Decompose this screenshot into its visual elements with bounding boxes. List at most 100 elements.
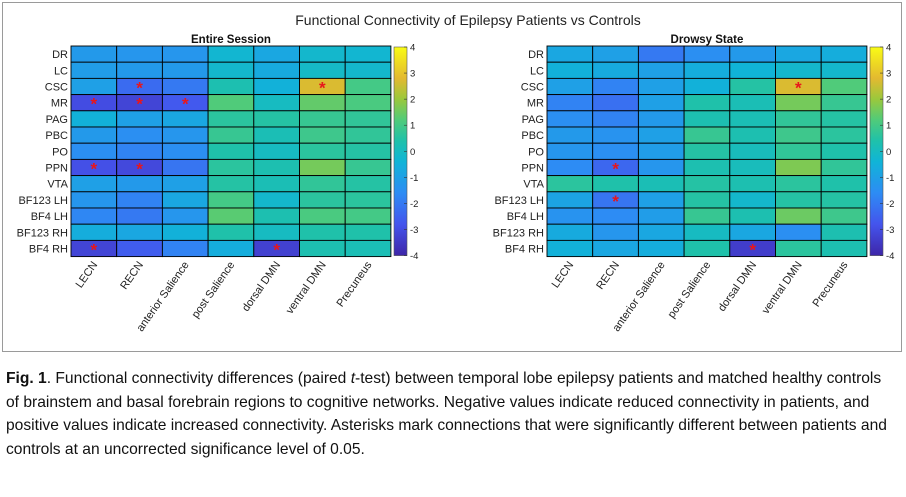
heatmap-cell [161, 175, 209, 193]
heatmap-panel-2: Drowsy State****DRLCCSCMRPAGPBCPOPPNVTAB… [493, 34, 895, 334]
heatmap-cell [683, 223, 731, 241]
heatmap-cell [253, 158, 300, 177]
column-label: RECN [118, 259, 146, 291]
heatmap-cell [344, 61, 392, 79]
significance-asterisk: * [91, 95, 98, 114]
heatmap-cell [775, 45, 822, 63]
heatmap-cell [253, 142, 300, 160]
significance-asterisk: * [91, 160, 98, 179]
heatmap-cell [253, 61, 300, 79]
heatmap-cell [253, 94, 300, 112]
row-label: BF123 LH [18, 195, 68, 207]
heatmap-cell [820, 175, 868, 193]
heatmap-cell [299, 223, 346, 241]
heatmap-cell [683, 239, 731, 258]
row-label: DR [52, 49, 68, 61]
heatmap-cell [592, 239, 639, 258]
significance-asterisk: * [136, 95, 143, 114]
colorbar-tick-label: -2 [410, 199, 418, 210]
heatmap-cell [161, 207, 209, 225]
heatmap-cell [775, 142, 822, 160]
heatmap-cell [207, 110, 255, 128]
heatmap-cell [299, 191, 346, 209]
heatmap-cell [161, 223, 209, 241]
significance-asterisk: * [749, 241, 756, 260]
colorbar-tick-label: -1 [410, 173, 418, 184]
heatmap-cell [299, 158, 346, 177]
colorbar-tick-label: -4 [410, 251, 418, 262]
heatmap-cell [70, 191, 118, 209]
column-label: dorsal DMN [716, 259, 759, 313]
heatmap-cell [729, 94, 776, 112]
heatmap-cell [70, 77, 118, 96]
heatmap-cell [546, 142, 594, 160]
heatmap-cell [207, 191, 255, 209]
heatmap-cell [116, 61, 163, 79]
row-label: PBC [521, 130, 544, 142]
heatmap-cell [820, 126, 868, 144]
heatmap-cell [344, 223, 392, 241]
heatmap-cell [683, 191, 731, 209]
row-label: VTA [523, 179, 544, 191]
heatmap-cell [207, 77, 255, 96]
heatmap-cell [253, 126, 300, 144]
heatmap-cell [161, 142, 209, 160]
heatmap-cell [546, 207, 594, 225]
column-label: anterior Salience [135, 259, 192, 334]
heatmap-cell [592, 126, 639, 144]
significance-asterisk: * [795, 79, 802, 98]
heatmap-cell [637, 94, 685, 112]
heatmap-cell [820, 142, 868, 160]
colorbar-tick-label: -3 [886, 225, 894, 236]
heatmap-cell [820, 77, 868, 96]
heatmap-cell [592, 77, 639, 96]
column-label: RECN [594, 259, 622, 291]
heatmap-cell [592, 94, 639, 112]
heatmap-cell [729, 223, 776, 241]
heatmap-cell [546, 223, 594, 241]
column-label: Precuneus [335, 259, 375, 309]
significance-asterisk: * [136, 160, 143, 179]
heatmap-cell [70, 223, 118, 241]
row-label: BF123 RH [17, 227, 68, 239]
heatmap-cell [299, 239, 346, 258]
heatmap-cell [546, 94, 594, 112]
row-label: BF4 LH [507, 211, 544, 223]
heatmap-cell [116, 45, 163, 63]
colorbar-tick-label: 4 [886, 43, 891, 54]
heatmap-cell [546, 239, 594, 258]
heatmap-cell [820, 223, 868, 241]
heatmap-cell [253, 77, 300, 96]
heatmap-cell [207, 158, 255, 177]
row-label: PPN [45, 163, 68, 175]
row-label: PPN [521, 163, 544, 175]
column-label: dorsal DMN [240, 259, 283, 313]
heatmap-cell [820, 191, 868, 209]
heatmap-cell [344, 45, 392, 63]
heatmap-cell [207, 239, 255, 258]
heatmap-cell [592, 142, 639, 160]
panel-title: Drowsy State [671, 34, 744, 46]
heatmap-cell [344, 191, 392, 209]
heatmap-cell [729, 61, 776, 79]
colorbar-tick-label: 0 [410, 147, 415, 158]
heatmap-cell [683, 110, 731, 128]
row-label: PAG [46, 114, 68, 126]
heatmap-cell [820, 61, 868, 79]
colorbar-tick-label: -2 [886, 199, 894, 210]
heatmap-cell [775, 223, 822, 241]
figure-canvas: Functional Connectivity of Epilepsy Pati… [17, 12, 895, 334]
heatmap-cell [683, 94, 731, 112]
significance-asterisk: * [612, 160, 619, 179]
heatmap-cell [70, 61, 118, 79]
row-label: BF123 RH [493, 227, 544, 239]
heatmap-cell [344, 77, 392, 96]
heatmap-cell [775, 126, 822, 144]
heatmap-cell [637, 175, 685, 193]
colorbar-tick-label: 2 [886, 95, 891, 106]
significance-asterisk: * [273, 241, 280, 260]
heatmap-cell [207, 126, 255, 144]
heatmap-cell [207, 142, 255, 160]
heatmap-cell [161, 191, 209, 209]
colorbar-tick-label: 3 [886, 69, 891, 80]
